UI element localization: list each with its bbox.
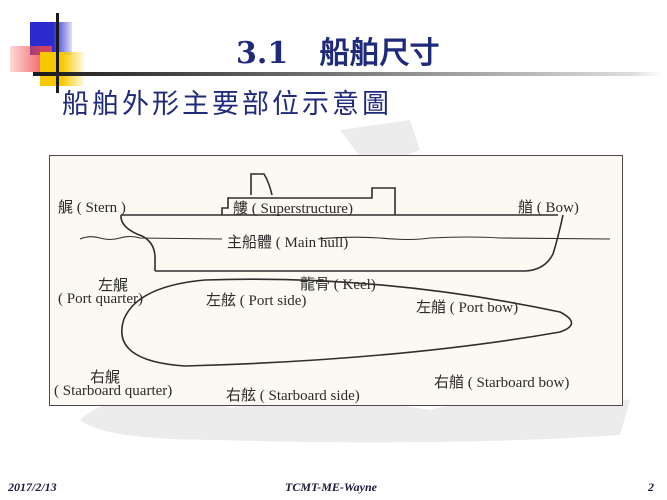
label-starboard-side: 右舷 ( Starboard side) [226,388,360,404]
label-starboard-bow: 右艏 ( Starboard bow) [434,375,570,391]
label-superstructure: 艛 ( Superstructure) [233,201,353,217]
label-starboard-quarter-en: ( Starboard quarter) [54,383,173,399]
label-port-side: 左舷 ( Port side) [206,293,307,309]
slide-title: 3.1 船舶尺寸 [236,28,440,72]
superstructure-outline [221,187,396,215]
slide-subtitle: 船舶外形主要部位示意圖 [62,89,392,120]
footer-page-number: 2 [648,480,654,494]
label-port-quarter-zh: 左艉 [98,278,129,294]
title-number: 3.1 [236,36,289,71]
label-main-hull: 主船體 ( Main hull) [227,235,349,251]
footer-date: 2017/2/13 [8,480,57,494]
title-divider-line [33,72,663,76]
ship-parts-diagram: 艉 ( Stern ) 艛 ( Superstructure) 艏 ( Bow)… [49,155,623,406]
title-text: 船舶尺寸 [319,36,440,71]
keel-line [155,214,564,272]
label-keel: 龍骨 ( Keel) [300,277,376,293]
ship-outline-drawing [79,173,611,367]
label-port-quarter-en: ( Port quarter) [58,291,143,307]
waterline-left [79,235,223,241]
top-view-hull-outline [121,278,573,367]
stern-outline [120,214,156,271]
waterline-right [317,236,611,241]
funnel-outline [250,173,273,196]
label-bow: 艏 ( Bow) [518,200,579,216]
decor-vertical-line [56,13,59,93]
decor-yellow-square [40,52,84,86]
label-stern: 艉 ( Stern ) [58,200,126,216]
label-port-bow: 左艏 ( Port bow) [416,300,519,316]
label-starboard-quarter-zh: 右艉 [90,370,121,386]
footer-author: TCMT-ME-Wayne [285,480,378,494]
